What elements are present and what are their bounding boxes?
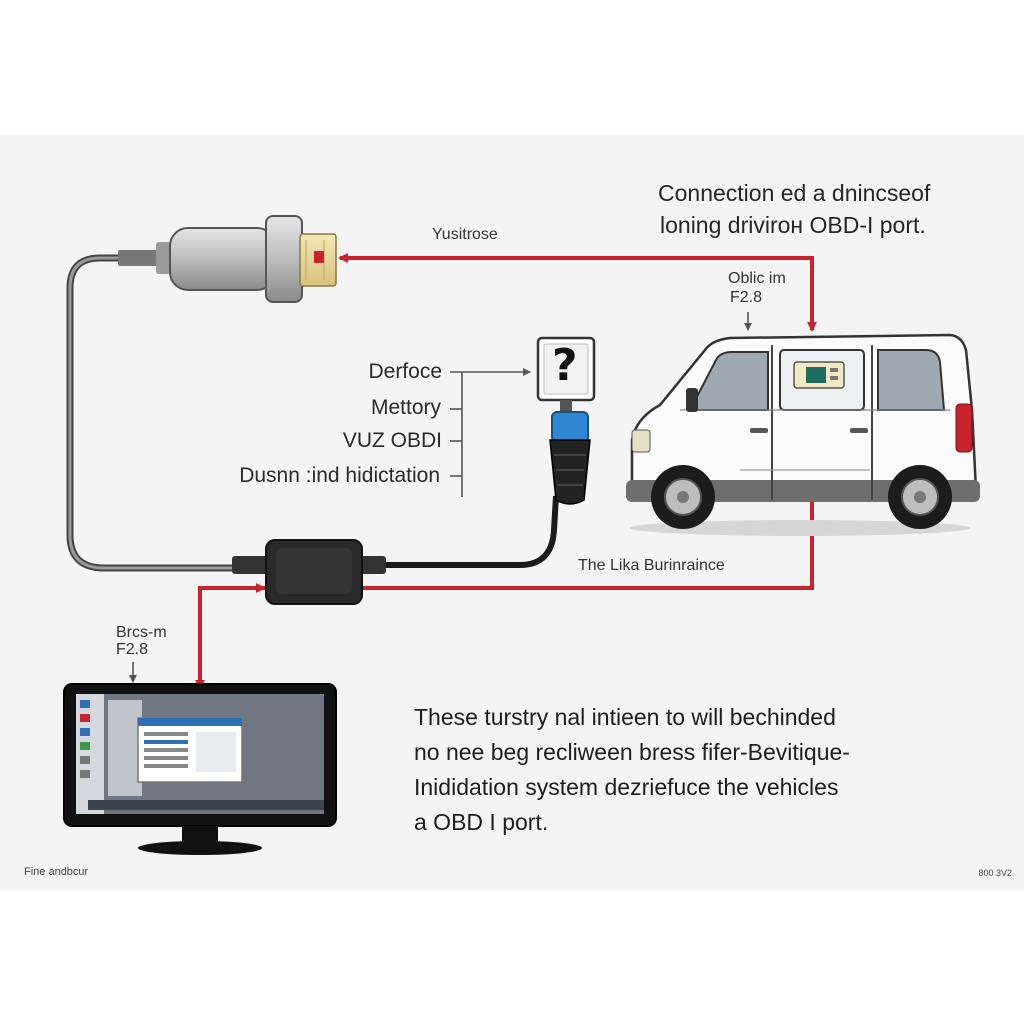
car-port-label: Oblic im <box>728 270 786 287</box>
description-line-3: Inididation system dezriefuce the vehicl… <box>414 774 839 800</box>
title-line-1: Connection ed a dnincseof <box>658 180 931 206</box>
description-line-4: a OBD I port. <box>414 809 549 835</box>
description-text: These turstry nal intieen to will bechin… <box>414 700 850 840</box>
computer-monitor <box>63 683 337 855</box>
obd-connector <box>118 215 337 303</box>
list-item-dusnn: Dusnn :ind hidictation <box>239 464 440 487</box>
list-item-mettory: Mettory <box>370 396 441 419</box>
pc-label: Brcs-m <box>116 624 167 641</box>
question-mark-icon: ? <box>552 340 578 391</box>
question-connector <box>536 336 596 505</box>
list-item-vuz-obdi: VUZ OBDI <box>342 429 442 452</box>
list-item-derfoce: Derfoce <box>368 360 442 383</box>
obd-cable <box>66 254 559 572</box>
list-bracket <box>450 368 531 497</box>
top-wire-label: Yusitrose <box>432 226 498 243</box>
bottom-margin <box>0 890 1024 1024</box>
bottom-wire-label: The Lika Burinrаince <box>578 557 725 574</box>
car-port-value: F2.8 <box>730 289 763 306</box>
title-line-2: loning drivirон OBD-I port. <box>660 212 926 238</box>
description-line-1: These turstry nal intieen to will bechin… <box>414 704 836 730</box>
description-line-2: no nee beg recliween bress fifer-Bevitiq… <box>414 739 850 765</box>
pc-value: F2.8 <box>116 641 149 658</box>
van-illustration <box>626 333 980 536</box>
footer-left: Fine andbcur <box>24 866 89 878</box>
interface-module <box>232 539 386 605</box>
footer-right: 800 3V2 <box>978 868 1012 878</box>
